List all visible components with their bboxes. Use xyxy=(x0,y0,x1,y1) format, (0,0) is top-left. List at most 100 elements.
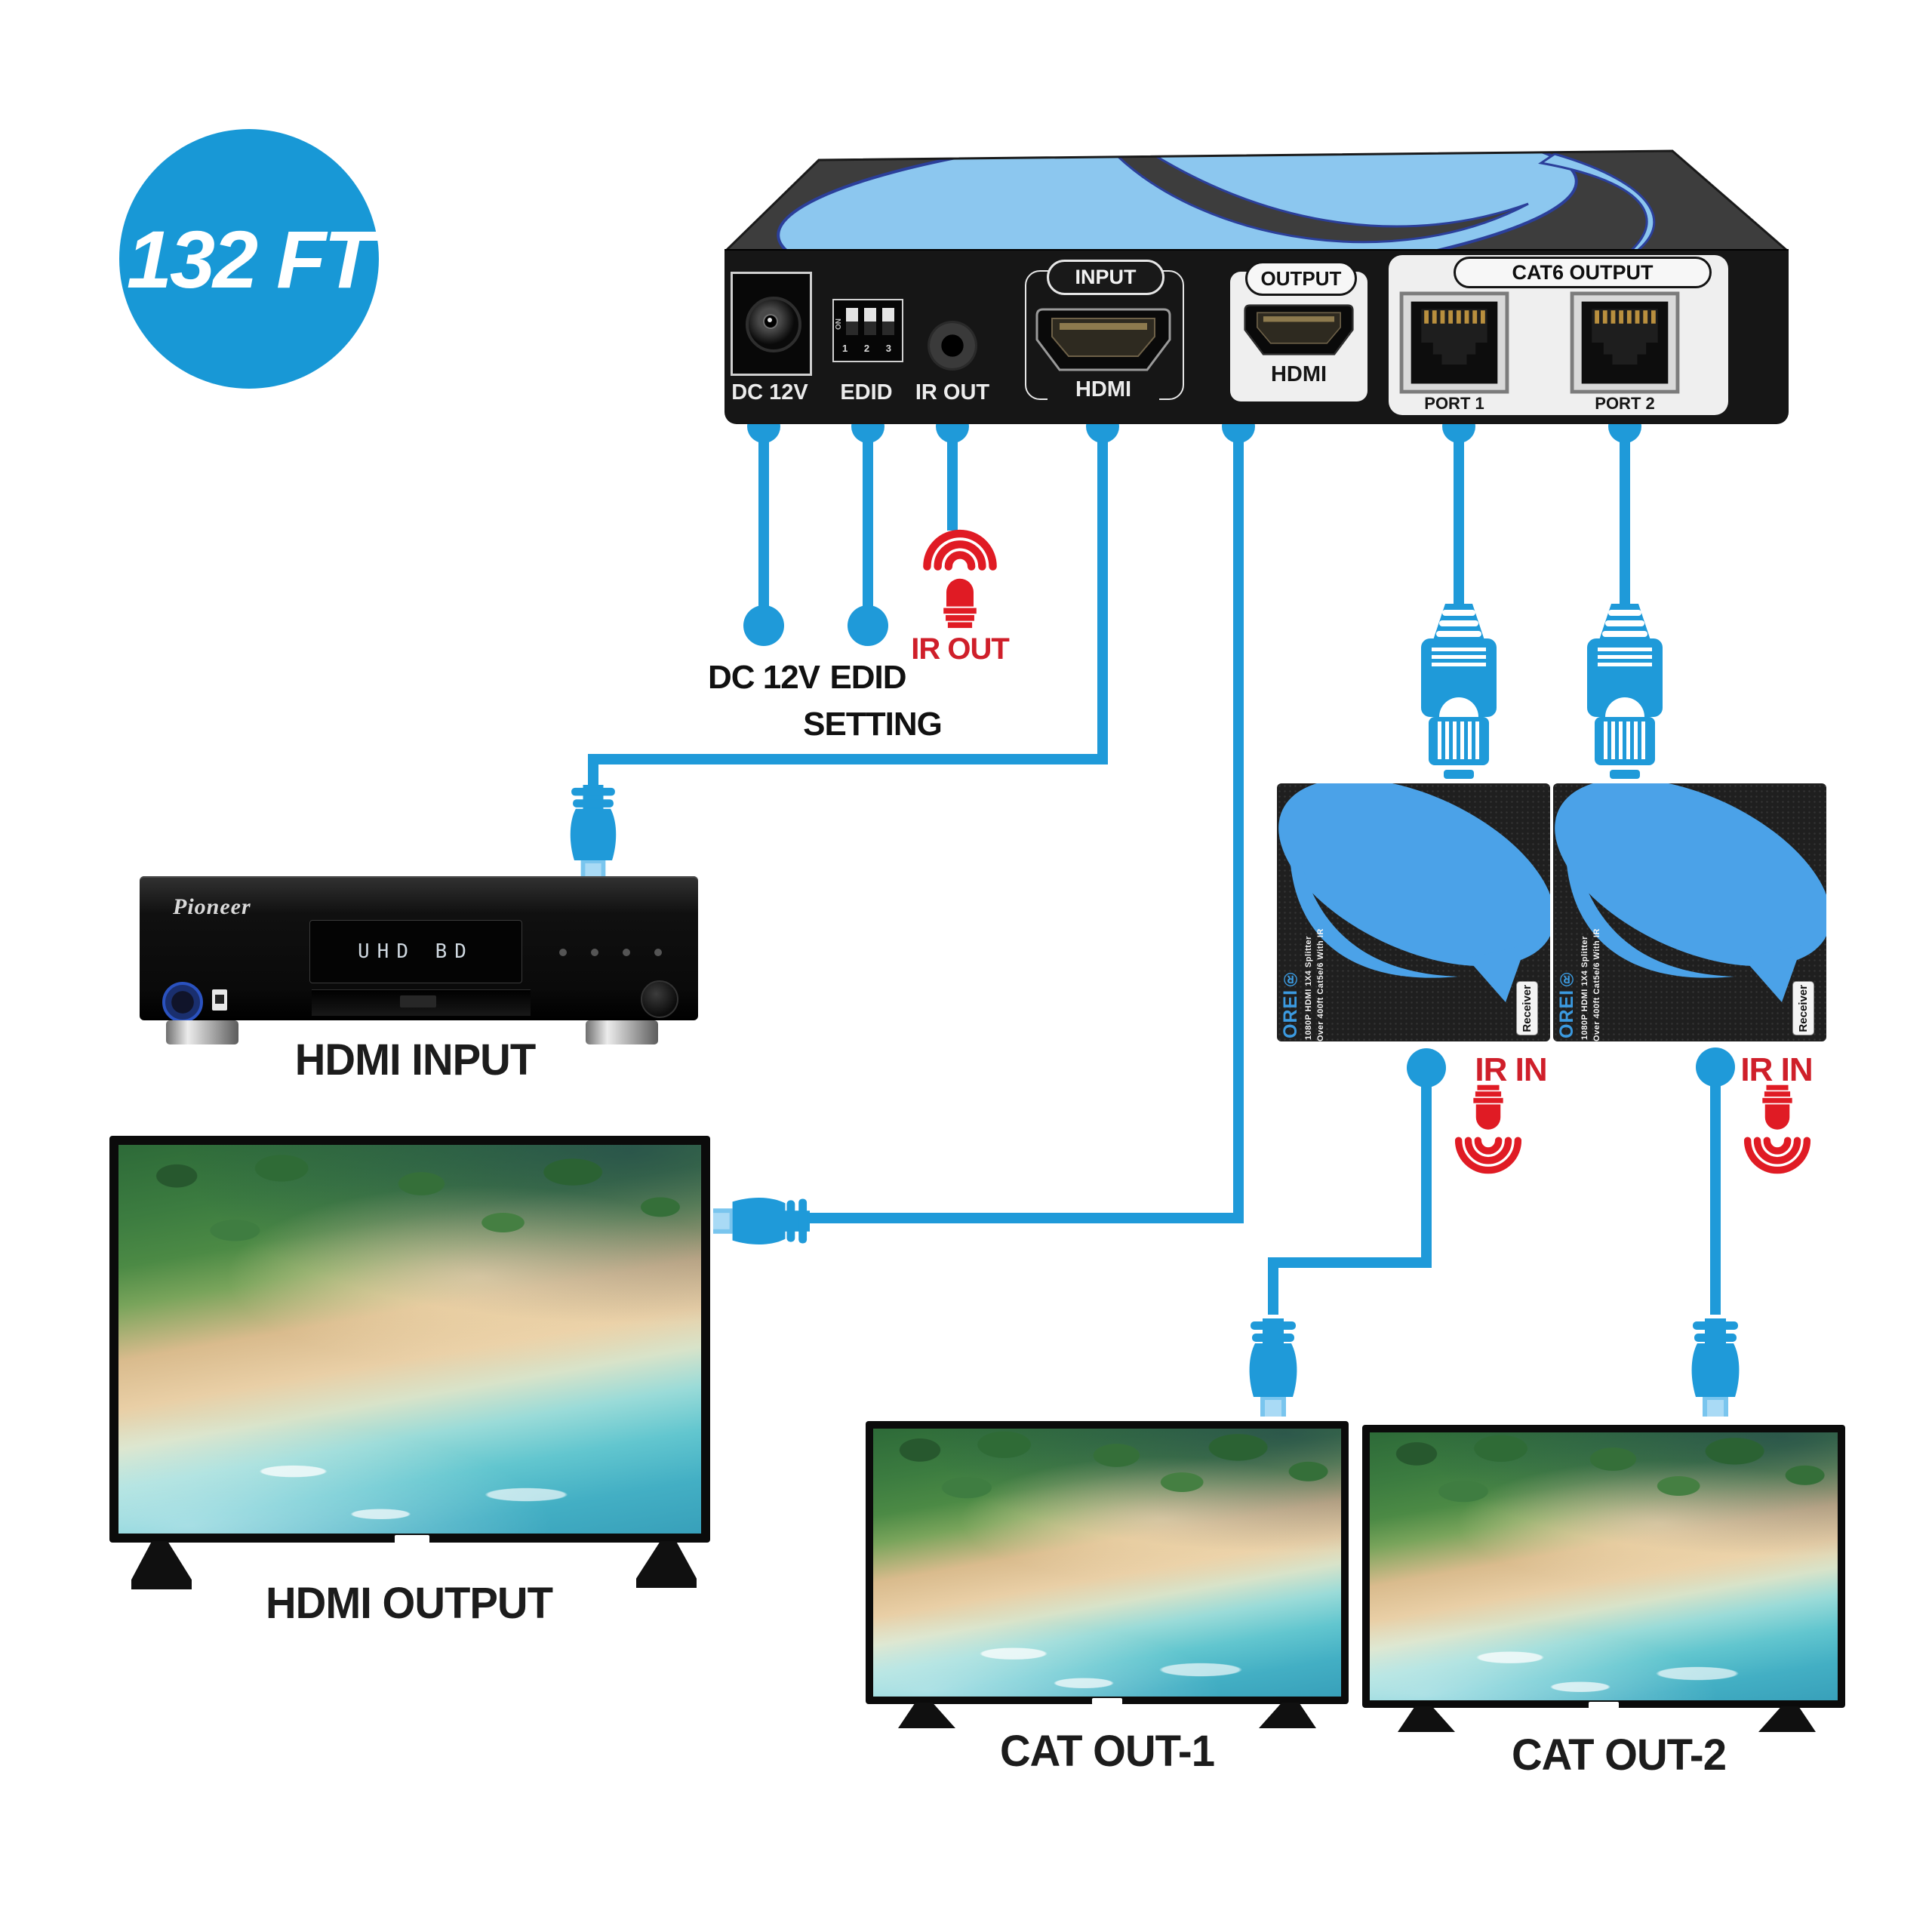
caption-cat-out-1: CAT OUT-1 xyxy=(999,1727,1215,1776)
cat-tv-2-foot-right xyxy=(1758,1706,1816,1732)
cat-tv-1 xyxy=(866,1421,1349,1704)
cable-hdmi-in-h xyxy=(588,754,1108,764)
dot-dc-end xyxy=(743,605,784,646)
cat-tv-2 xyxy=(1362,1425,1845,1708)
hdmi-plug-into-cat-tv2-icon xyxy=(1685,1313,1746,1423)
cable-recv1-v1 xyxy=(1421,1068,1432,1266)
receiver-logo xyxy=(1278,783,1550,1002)
cable-recv1-v2 xyxy=(1268,1257,1278,1315)
edid-port-label: EDID xyxy=(840,380,893,405)
player-display-window: UHD BD xyxy=(309,920,522,983)
main-tv-nameplate xyxy=(395,1535,429,1544)
dc-port xyxy=(731,272,812,376)
cable-ir-out xyxy=(947,425,958,531)
cat6-plug-2-icon xyxy=(1586,602,1664,780)
hdmi-output-port-label: HDMI xyxy=(1270,362,1327,386)
hdmi-input-port xyxy=(1035,308,1171,371)
port1-label: PORT 1 xyxy=(1424,394,1484,413)
cable-dc xyxy=(758,425,769,615)
main-tv-foot-right xyxy=(636,1541,697,1588)
dip-on-label: ON xyxy=(835,318,843,330)
caption-hdmi-output: HDMI OUTPUT xyxy=(266,1579,553,1628)
receiver-spec-line1: 1080P HDMI 1X4 Splitter xyxy=(1580,936,1589,1040)
cat-tv-1-foot-left xyxy=(898,1703,955,1728)
player-emblem xyxy=(162,982,203,1023)
receiver-brand: OREI® xyxy=(1280,967,1301,1038)
receiver-spec-line1: 1080P HDMI 1X4 Splitter xyxy=(1304,936,1313,1040)
cat-tv-2-screen xyxy=(1370,1432,1838,1700)
hdmi-plug-into-player-icon xyxy=(563,785,623,881)
dot-edid-end xyxy=(848,605,888,646)
port2-label: PORT 2 xyxy=(1595,394,1655,413)
cat-tv-2-nameplate xyxy=(1589,1702,1619,1709)
cable-cat6-port1 xyxy=(1454,425,1464,606)
source-player: Pioneer UHD BD xyxy=(140,876,698,1023)
callout-ir-in-2: IR IN xyxy=(1740,1051,1813,1088)
receiver-1: OREI® 1080P HDMI 1X4 Splitter Over 400ft… xyxy=(1277,783,1550,1041)
ir-out-icon xyxy=(922,521,998,629)
ir-out-jack xyxy=(930,323,975,368)
cable-recv2-v xyxy=(1710,1067,1721,1315)
caption-hdmi-input: HDMI INPUT xyxy=(294,1035,536,1084)
dot-recv2-irin xyxy=(1696,1048,1735,1087)
receiver-logo xyxy=(1555,783,1826,1002)
dip-numbers: 1 2 3 xyxy=(842,343,898,354)
cat6-plug-1-icon xyxy=(1420,602,1498,780)
receiver-brand: OREI® xyxy=(1556,967,1577,1038)
player-usb-port xyxy=(212,989,227,1011)
input-group-pill: INPUT xyxy=(1047,260,1164,295)
ir-in-icon-2 xyxy=(1743,1084,1811,1182)
receiver-tag: Receiver xyxy=(1792,981,1814,1035)
cable-hdmi-in-stub xyxy=(588,754,598,790)
hdmi-output-port xyxy=(1244,303,1354,356)
player-display-text: UHD BD xyxy=(358,940,474,963)
caption-cat-out-2: CAT OUT-2 xyxy=(1511,1730,1727,1780)
cat-tv-1-foot-right xyxy=(1259,1703,1316,1728)
cable-edid xyxy=(863,425,873,615)
callout-ir-out: IR OUT xyxy=(911,632,1010,666)
callout-edid-setting: SETTING xyxy=(803,706,943,743)
main-tv-foot-left xyxy=(131,1541,192,1589)
callout-ir-in-1: IR IN xyxy=(1475,1051,1547,1088)
cat-tv-1-screen xyxy=(873,1429,1341,1697)
receiver-spec-line2: Over 400ft Cat5e/6 With IR xyxy=(1316,928,1325,1041)
splitter-front-panel: DC 12V ON 1 2 3 EDID IR OUT INPUT HDMI O… xyxy=(724,249,1789,424)
dot-recv1-irin xyxy=(1407,1048,1446,1088)
callout-edid: EDID xyxy=(829,659,906,696)
player-brand-logo: Pioneer xyxy=(173,894,251,919)
callout-dc: DC 12V xyxy=(707,659,820,696)
input-group-label: INPUT xyxy=(1075,266,1137,288)
hdmi-plug-into-main-tv-icon xyxy=(712,1191,810,1251)
hdmi-plug-into-cat-tv1-icon xyxy=(1243,1313,1303,1423)
player-power-knob xyxy=(641,980,678,1018)
rj45-port1 xyxy=(1399,291,1509,394)
cable-hdmi-out-v xyxy=(1233,425,1244,1223)
splitter-top-face xyxy=(724,149,1789,251)
main-tv xyxy=(109,1136,710,1543)
rj45-port2 xyxy=(1570,291,1680,394)
cat-tv-1-nameplate xyxy=(1092,1698,1122,1705)
receiver-spec-line2: Over 400ft Cat5e/6 With IR xyxy=(1592,928,1601,1041)
brand-logo-swoosh xyxy=(1115,151,1529,244)
receiver-tag: Receiver xyxy=(1516,981,1538,1035)
main-tv-screen xyxy=(118,1145,701,1534)
receiver-2: OREI® 1080P HDMI 1X4 Splitter Over 400ft… xyxy=(1553,783,1826,1041)
dc-port-label: DC 12V xyxy=(731,380,808,405)
output-group-pill: OUTPUT xyxy=(1245,261,1357,296)
distance-badge-label: 132 FT xyxy=(126,213,374,305)
distance-badge: 132 FT xyxy=(119,129,379,389)
cable-hdmi-in-v xyxy=(1097,425,1108,764)
cat-tv-2-foot-left xyxy=(1398,1706,1455,1732)
player-foot-left xyxy=(166,1020,238,1044)
ir-out-port-label: IR OUT xyxy=(915,380,990,405)
hdmi-input-port-label: HDMI xyxy=(1048,379,1159,401)
cable-cat6-port2 xyxy=(1620,425,1630,606)
output-group-label: OUTPUT xyxy=(1260,267,1342,290)
cat6-group-label: CAT6 OUTPUT xyxy=(1512,261,1654,284)
cable-hdmi-out-h xyxy=(801,1213,1244,1223)
player-foot-right xyxy=(586,1020,658,1044)
ir-in-icon-1 xyxy=(1454,1084,1522,1182)
cable-recv1-h xyxy=(1268,1257,1432,1268)
cat6-group-pill: CAT6 OUTPUT xyxy=(1454,257,1712,288)
